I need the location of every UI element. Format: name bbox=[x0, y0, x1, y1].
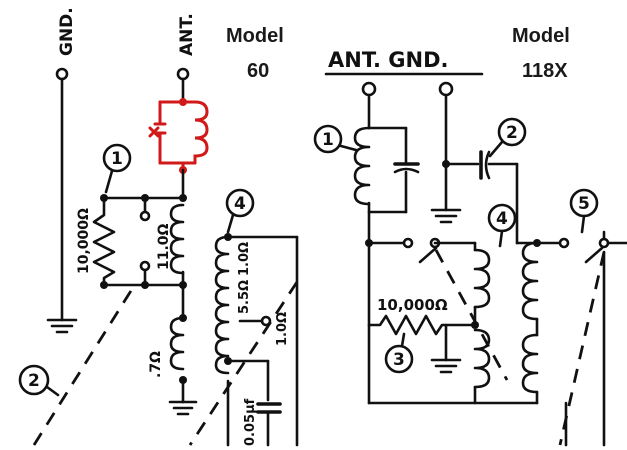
callout-3-118x-label: 3 bbox=[393, 350, 405, 370]
callout-1-label: 1 bbox=[111, 149, 123, 169]
dashed-link-118x-2 bbox=[558, 251, 606, 446]
dashed-link-118x-1 bbox=[434, 249, 509, 381]
capacitor-label: 0.05μf bbox=[243, 398, 258, 446]
gnd-terminal-118x bbox=[438, 81, 454, 97]
coil-11-ohm bbox=[169, 203, 185, 275]
callout-4-118x-label: 4 bbox=[496, 209, 508, 229]
model-118x-schematic: ANT. GND. Model 118X 1 2 bbox=[313, 25, 627, 447]
gnd-terminal-label: GND. bbox=[57, 7, 77, 56]
switch-contact-top bbox=[139, 210, 151, 222]
dashed-link-right bbox=[188, 281, 299, 446]
callout-4-label: 4 bbox=[234, 194, 246, 214]
coil-low-07-ohm bbox=[169, 316, 185, 371]
ground-symbol-118x-bottom bbox=[430, 358, 462, 374]
callout-4 bbox=[225, 188, 255, 218]
highlighted-trap-circuit bbox=[148, 98, 209, 174]
model-60-word: Model bbox=[226, 25, 284, 47]
coil-low-label: .7Ω bbox=[148, 351, 164, 378]
ant-terminal-label: ANT. bbox=[177, 13, 197, 56]
callout-5-118x-label: 5 bbox=[578, 194, 590, 214]
heading-ant-gnd: ANT. GND. bbox=[328, 48, 448, 72]
callout-1-118x-label: 1 bbox=[322, 130, 334, 150]
coil-118x-upper-right bbox=[521, 241, 539, 321]
ant-terminal bbox=[176, 67, 190, 81]
ant-terminal-118x bbox=[361, 81, 377, 97]
resistor-label: 10,000Ω bbox=[76, 208, 92, 274]
model-60-number: 60 bbox=[247, 60, 269, 82]
coil-c-label: 1.0Ω bbox=[237, 242, 252, 276]
callout-2-label: 2 bbox=[28, 371, 40, 391]
trap-cap-bottom bbox=[393, 167, 420, 174]
ground-symbol-2 bbox=[168, 400, 198, 416]
ground-symbol-118x-top bbox=[430, 208, 462, 224]
model-118x-number: 118X bbox=[522, 60, 568, 82]
gnd-terminal bbox=[55, 67, 69, 81]
model-118x-word: Model bbox=[512, 25, 570, 47]
callout-1 bbox=[102, 143, 132, 173]
callout-2 bbox=[18, 364, 50, 396]
callout-1-118x bbox=[313, 124, 343, 154]
coil-118x-upper-left bbox=[473, 248, 491, 309]
coil-118x-lower-right bbox=[521, 333, 539, 394]
resistor-118x-label: 10,000Ω bbox=[377, 296, 448, 314]
dashed-link-left bbox=[32, 285, 136, 446]
callout-2-118x-label: 2 bbox=[506, 123, 518, 143]
callout-2-118x bbox=[497, 117, 527, 147]
coil-118x-lower-left bbox=[473, 328, 491, 389]
resistor-10000 bbox=[92, 196, 116, 287]
model-60-schematic: GND. ANT. bbox=[18, 7, 299, 447]
ground-symbol bbox=[46, 318, 78, 334]
coupling-cap-right bbox=[484, 150, 491, 180]
coil-a-label: 11.0Ω bbox=[156, 223, 172, 270]
resistor-10000-118x bbox=[367, 314, 477, 336]
coil-trap-118x bbox=[353, 126, 371, 206]
coil-5-5-ohm bbox=[214, 235, 230, 375]
callout-3-118x bbox=[384, 344, 414, 374]
coil-d-label: 1.0Ω bbox=[275, 312, 290, 346]
coil-b-label: 5.5Ω bbox=[237, 280, 252, 314]
